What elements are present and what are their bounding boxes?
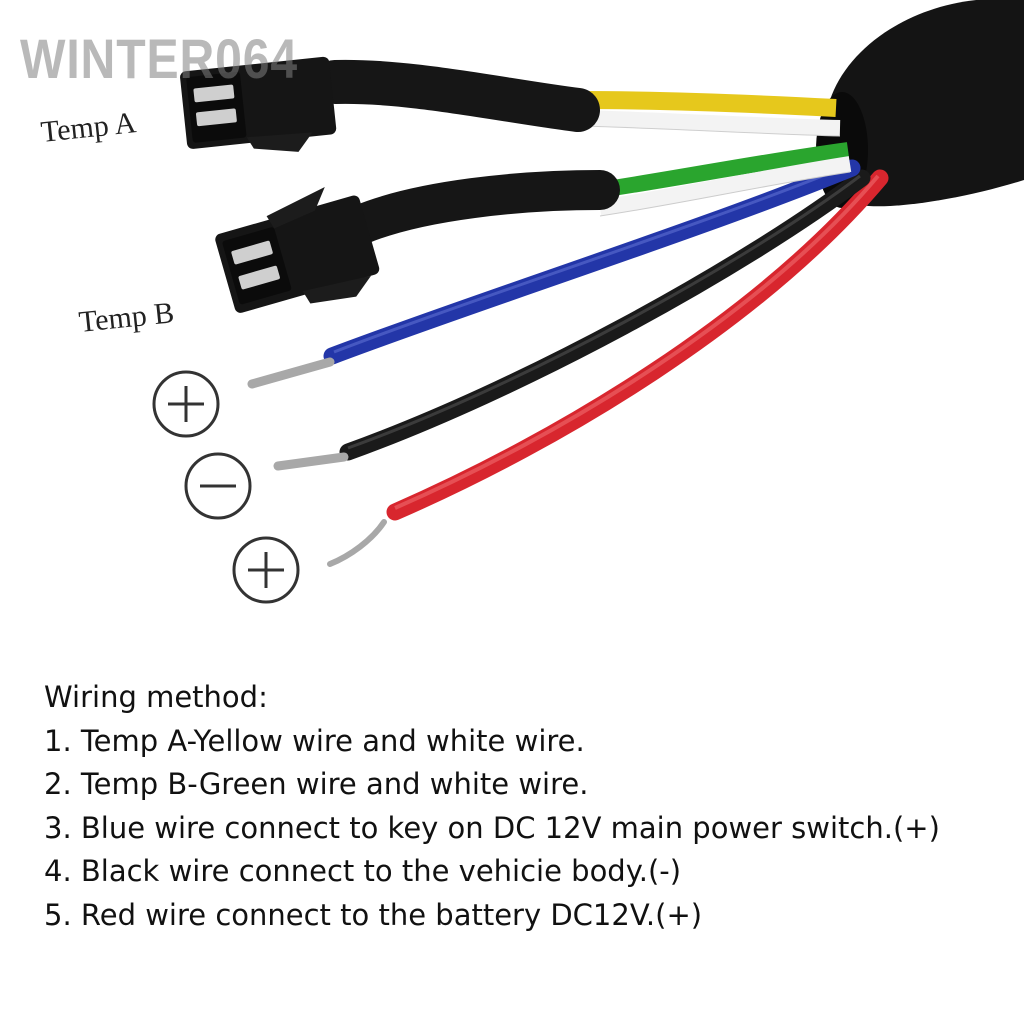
temp-b-label: Temp B bbox=[77, 296, 175, 339]
temp-b-connector bbox=[215, 187, 380, 313]
instruction-step: 1. Temp A-Yellow wire and white wire. bbox=[44, 723, 585, 758]
temp-a-connector bbox=[180, 56, 337, 152]
blue-wire bbox=[247, 159, 861, 389]
instruction-step: 4. Black wire connect to the vehicie bod… bbox=[44, 854, 682, 888]
wiring-instructions: Wiring method: 1. Temp A-Yellow wire and… bbox=[44, 676, 940, 937]
temp-a-label: Temp A bbox=[39, 106, 138, 149]
temp-a-wire-pair bbox=[313, 59, 841, 137]
instructions-heading: Wiring method: bbox=[44, 680, 268, 714]
red-wire-plus-icon bbox=[232, 536, 300, 604]
instruction-step: 3. Blue wire connect to key on DC 12V ma… bbox=[44, 810, 940, 845]
blue-wire-plus-icon bbox=[152, 370, 220, 438]
instruction-step: 2. Temp B-Green wire and white wire. bbox=[44, 767, 589, 801]
black-wire bbox=[273, 169, 871, 471]
red-wire bbox=[327, 169, 889, 567]
temp-b-wire-pair bbox=[310, 142, 852, 266]
watermark: WINTER064 bbox=[20, 27, 299, 90]
wiring-diagram: Temp A Temp B bbox=[39, 0, 1024, 604]
black-wire-minus-icon bbox=[184, 452, 252, 520]
instruction-step: 5. Red wire connect to the battery DC12V… bbox=[44, 897, 703, 932]
